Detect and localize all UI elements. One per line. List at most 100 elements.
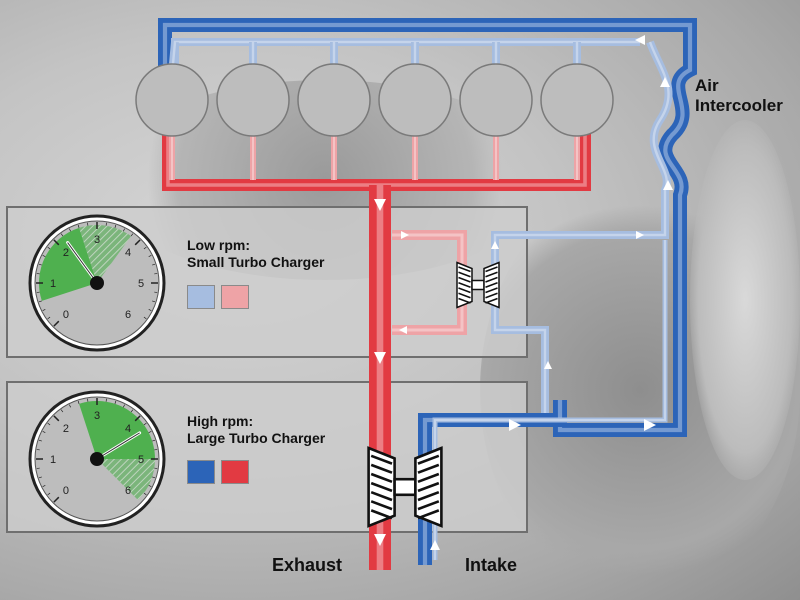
gauge-high-tick (38, 439, 42, 442)
gauge-high-hub (90, 452, 104, 466)
cylinder-1 (135, 63, 209, 137)
gauge-high-tick (68, 404, 71, 408)
gauge-low-tick (114, 224, 117, 228)
low-rpm-title-line2: Small Turbo Charger (187, 254, 325, 270)
large-turbocharger-blade (370, 490, 393, 502)
gauge-high-tick (152, 439, 156, 442)
small-turbocharger-blade (458, 297, 471, 304)
large-turbocharger-blade (370, 500, 393, 511)
gauge-low-label-0: 0 (63, 309, 69, 321)
gauge-low-needle-edge (67, 242, 98, 284)
large-turbocharger-blade (417, 472, 440, 484)
gauge-high-tick (143, 492, 147, 496)
cylinder-4 (378, 63, 452, 137)
air-intercooler-label: Air Intercooler (695, 76, 783, 116)
gauge-high-label-2: 2 (63, 423, 69, 435)
gauge-low-label-4: 4 (125, 247, 131, 259)
large-turbocharger-blade (417, 481, 440, 493)
gauge-high-tick (130, 409, 134, 413)
large-turbocharger-blade (417, 490, 440, 502)
air-intercooler-line1: Air (695, 76, 719, 95)
large-turbocharger-blade (370, 454, 393, 465)
gauge-low-tick (134, 239, 141, 246)
arrow-exhaust-down-3 (374, 534, 386, 546)
arrow-small-intake-right (636, 231, 644, 239)
gauge-high-tick (60, 409, 64, 413)
intercooler-pipe-highlight (557, 30, 693, 433)
gauge-high-label-5: 5 (138, 454, 144, 466)
gauge-low-tick (38, 263, 42, 266)
small-turbocharger-blade (485, 282, 498, 288)
arrow-exhaust-down-2 (374, 352, 386, 364)
gauge-high-tick (53, 496, 60, 503)
small-turbocharger-blade (458, 287, 471, 294)
small-turbocharger-blade (485, 271, 498, 278)
exhaust-label: Exhaust (272, 555, 343, 575)
high-rpm-title-line1: High rpm: (187, 413, 254, 429)
gauge-high-tick (152, 476, 156, 479)
gauge-high-tick (148, 430, 152, 433)
gauge-low-tick (68, 228, 71, 232)
gauge-high-label-3: 3 (94, 410, 100, 422)
small-turbocharger-blade (485, 276, 498, 283)
gauge-high-needle-edge (96, 432, 140, 460)
high-rpm-title: High rpm: Large Turbo Charger (187, 413, 325, 447)
arrow-exhaust-down-1 (374, 199, 386, 211)
gauge-low-tick (47, 316, 51, 320)
small-turbocharger-blade (485, 287, 498, 294)
engine-background-3 (690, 120, 800, 480)
large-turbocharger-blade (370, 463, 393, 474)
large-turbocharger-blade (417, 500, 440, 511)
gauge-high-green-range (79, 401, 155, 459)
gauge-low-tick (148, 309, 152, 312)
small-turbocharger-blade (458, 276, 471, 283)
low-rpm-intake-swatch (187, 285, 215, 309)
high-rpm-intake-swatch (187, 460, 215, 484)
small-turbo-exhaust-out (392, 300, 467, 335)
large-turbocharger-blade (370, 509, 393, 520)
gauge-low-tick (42, 309, 46, 312)
arrow-small-intake-up (544, 361, 552, 369)
gauge-low-label-6: 6 (125, 309, 131, 321)
arrow-intake-up (430, 540, 440, 550)
gauge-high-tick (123, 404, 126, 408)
gauge-high-label-6: 6 (125, 485, 131, 497)
gauge-low-tick (143, 316, 147, 320)
gauge-low-label-2: 2 (63, 247, 69, 259)
small-turbo-intake-pipe (491, 40, 673, 415)
large-turbocharger-blade (417, 509, 440, 520)
small-turbo-exhaust-in-highlight (392, 233, 464, 275)
gauge-low-hatched-range (79, 225, 132, 283)
small-turbo-exhaust-in (392, 230, 467, 275)
gauge-low-label-3: 3 (94, 234, 100, 246)
gauge-low-label-1: 1 (50, 278, 56, 290)
gauge-low-tick (148, 254, 152, 257)
gauge-low-tick (143, 246, 147, 250)
arrow-small-exhaust-in (401, 231, 409, 239)
gauge-low-tick (53, 320, 60, 327)
gauge-high-tick (47, 422, 51, 426)
arrow-intake-right-1 (509, 419, 521, 431)
air-intercooler-line2: Intercooler (695, 96, 783, 115)
large-turbocharger (367, 446, 443, 528)
gauge-high-tick (148, 485, 152, 488)
intercooler-pipe (553, 30, 697, 437)
large-turbocharger-shaft (393, 477, 417, 497)
gauge-high-tick (42, 430, 46, 433)
small-turbocharger-blade (485, 297, 498, 304)
arrow-small-exhaust-out (399, 326, 407, 334)
large-turbocharger-blade (370, 481, 393, 493)
cylinder-6 (540, 63, 614, 137)
gauge-low-tick (53, 239, 60, 246)
gauge-low-tick (77, 224, 80, 228)
gauge-low-tick (152, 300, 156, 303)
gauge-low-tick (130, 233, 134, 237)
arrow-intercooler-up-2 (660, 77, 670, 87)
small-turbocharger-blade (485, 266, 498, 273)
arrow-manifold-left (635, 35, 645, 45)
small-turbocharger-blade (458, 282, 471, 288)
